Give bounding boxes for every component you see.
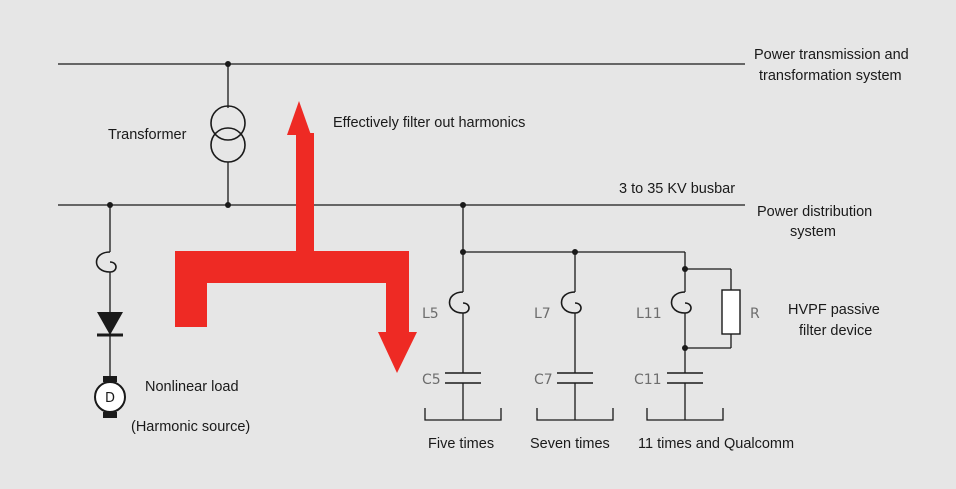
- filter-out-label: Effectively filter out harmonics: [333, 115, 525, 131]
- motor-label: D: [105, 391, 115, 406]
- filter-branch-7: [536, 252, 614, 421]
- l11-label: L11: [636, 306, 662, 322]
- diode-icon: [97, 312, 123, 335]
- c11-label: C11: [634, 372, 662, 388]
- distribution-label-line1: Power distribution: [757, 204, 872, 220]
- harmonic-flow-arrow: [175, 101, 417, 373]
- nonlinear-load-branch: [94, 202, 126, 418]
- branch-eleven-label: 11 times and Qualcomm: [638, 436, 794, 452]
- distribution-label-line2: system: [790, 224, 836, 240]
- resistor-icon: [721, 289, 741, 335]
- l5-label: L5: [422, 306, 439, 322]
- hvpf-label-line1: HVPF passive: [788, 302, 880, 318]
- filter-branch-5: [424, 252, 502, 421]
- nonlinear-load-label: Nonlinear load: [145, 379, 239, 395]
- c5-label: C5: [422, 372, 441, 388]
- harmonic-source-label: (Harmonic source): [131, 419, 250, 435]
- transmission-label-line1: Power transmission and: [754, 47, 909, 63]
- l7-label: L7: [534, 306, 551, 322]
- transmission-label-line2: transformation system: [759, 68, 902, 84]
- c7-label: C7: [534, 372, 553, 388]
- transformer-symbol: [210, 64, 246, 205]
- busbar-label: 3 to 35 KV busbar: [619, 181, 735, 197]
- hvpf-label-line2: filter device: [799, 323, 872, 339]
- branch-five-label: Five times: [428, 436, 494, 452]
- branch-seven-label: Seven times: [530, 436, 610, 452]
- filter-branch-11: [646, 252, 741, 421]
- r-label: R: [750, 306, 760, 322]
- transformer-label: Transformer: [108, 127, 187, 143]
